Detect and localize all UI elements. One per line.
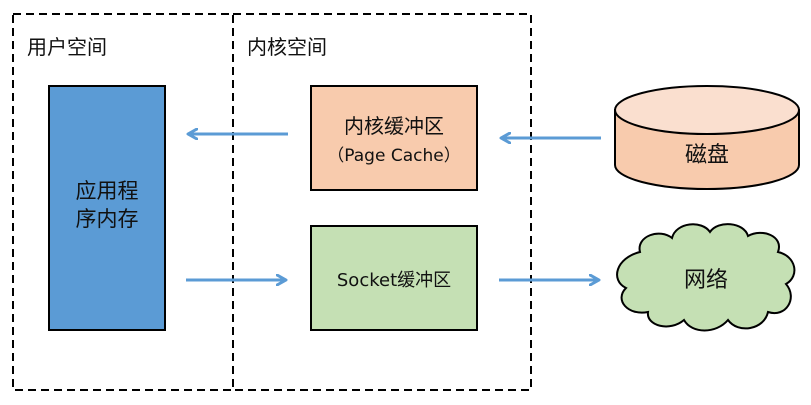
app-memory-label-line2: 序内存 <box>76 207 139 231</box>
user-space-label: 用户空间 <box>27 35 107 59</box>
page-cache-label-line2: （Page Cache） <box>327 146 460 166</box>
page-cache-label-line1: 内核缓冲区 <box>344 114 444 138</box>
page-cache-node: 内核缓冲区 （Page Cache） <box>310 85 478 191</box>
network-cloud-icon: 网络 <box>616 223 796 332</box>
app-memory-label-line1: 应用程 <box>76 179 139 203</box>
socket-buffer-label: Socket缓冲区 <box>337 270 451 291</box>
socket-buffer-node: Socket缓冲区 <box>310 225 478 331</box>
kernel-space-label: 内核空间 <box>247 35 327 59</box>
disk-icon: 磁盘 <box>614 85 800 190</box>
kernel-space-region <box>232 13 532 391</box>
network-label: 网络 <box>684 268 728 293</box>
disk-label: 磁盘 <box>685 143 729 168</box>
app-memory-node: 应用程 序内存 <box>48 85 166 331</box>
